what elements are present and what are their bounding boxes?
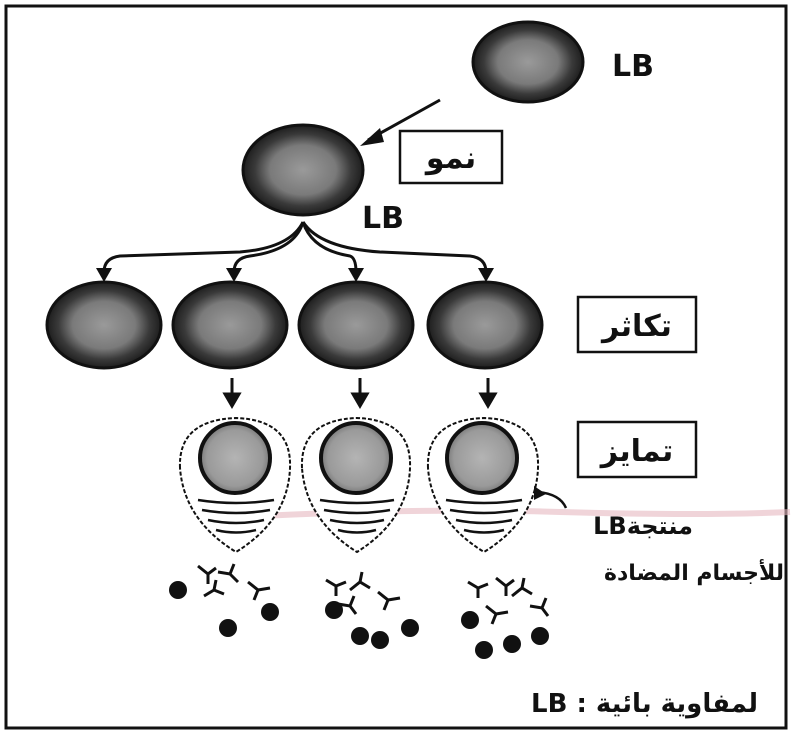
lb-cell-initial: [471, 20, 585, 104]
plasma-label-line1: LBمنتجة: [593, 512, 693, 540]
antigen-dots-group-1: [169, 581, 279, 637]
differentiation-label-box: [576, 420, 698, 479]
lb-cell-clone-2: [171, 280, 289, 370]
plasma-cell-3: [426, 416, 540, 554]
differentiation-arrows: [222, 378, 498, 409]
lb-cell-grown: [241, 123, 365, 217]
lb-top-label: LB: [612, 49, 654, 84]
antigen-dots-group-2: [325, 601, 419, 649]
growth-arrow-head: [360, 128, 384, 146]
lb-cell-clone-4: [426, 280, 544, 370]
antibodies-group-1: [197, 563, 271, 601]
plasma-pointer-head: [534, 486, 546, 500]
diagram-frame: [4, 4, 788, 730]
antigen-dots-group-3: [461, 611, 549, 659]
lb-mid-label: LB: [362, 201, 404, 236]
proliferation-label: تكاثر: [600, 309, 672, 344]
proliferation-label-box: [576, 295, 698, 354]
antibodies-group-2: [325, 571, 401, 615]
antibodies-group-3: [467, 576, 550, 625]
proliferation-branches: [102, 221, 488, 273]
plasma-cell-2: [300, 416, 412, 554]
plasma-cell-1: [178, 416, 292, 554]
growth-label-box: [398, 129, 504, 185]
lb-cell-clone-1: [45, 280, 163, 370]
growth-label: نمو: [424, 141, 476, 176]
plasma-label-line2: للأجسام المضادة: [604, 558, 784, 586]
branch-arrowheads: [96, 268, 494, 282]
lb-cell-clone-3: [297, 280, 415, 370]
legend-text: LB : لمفاوية بائية: [531, 689, 758, 719]
differentiation-label: تمايز: [599, 434, 674, 469]
